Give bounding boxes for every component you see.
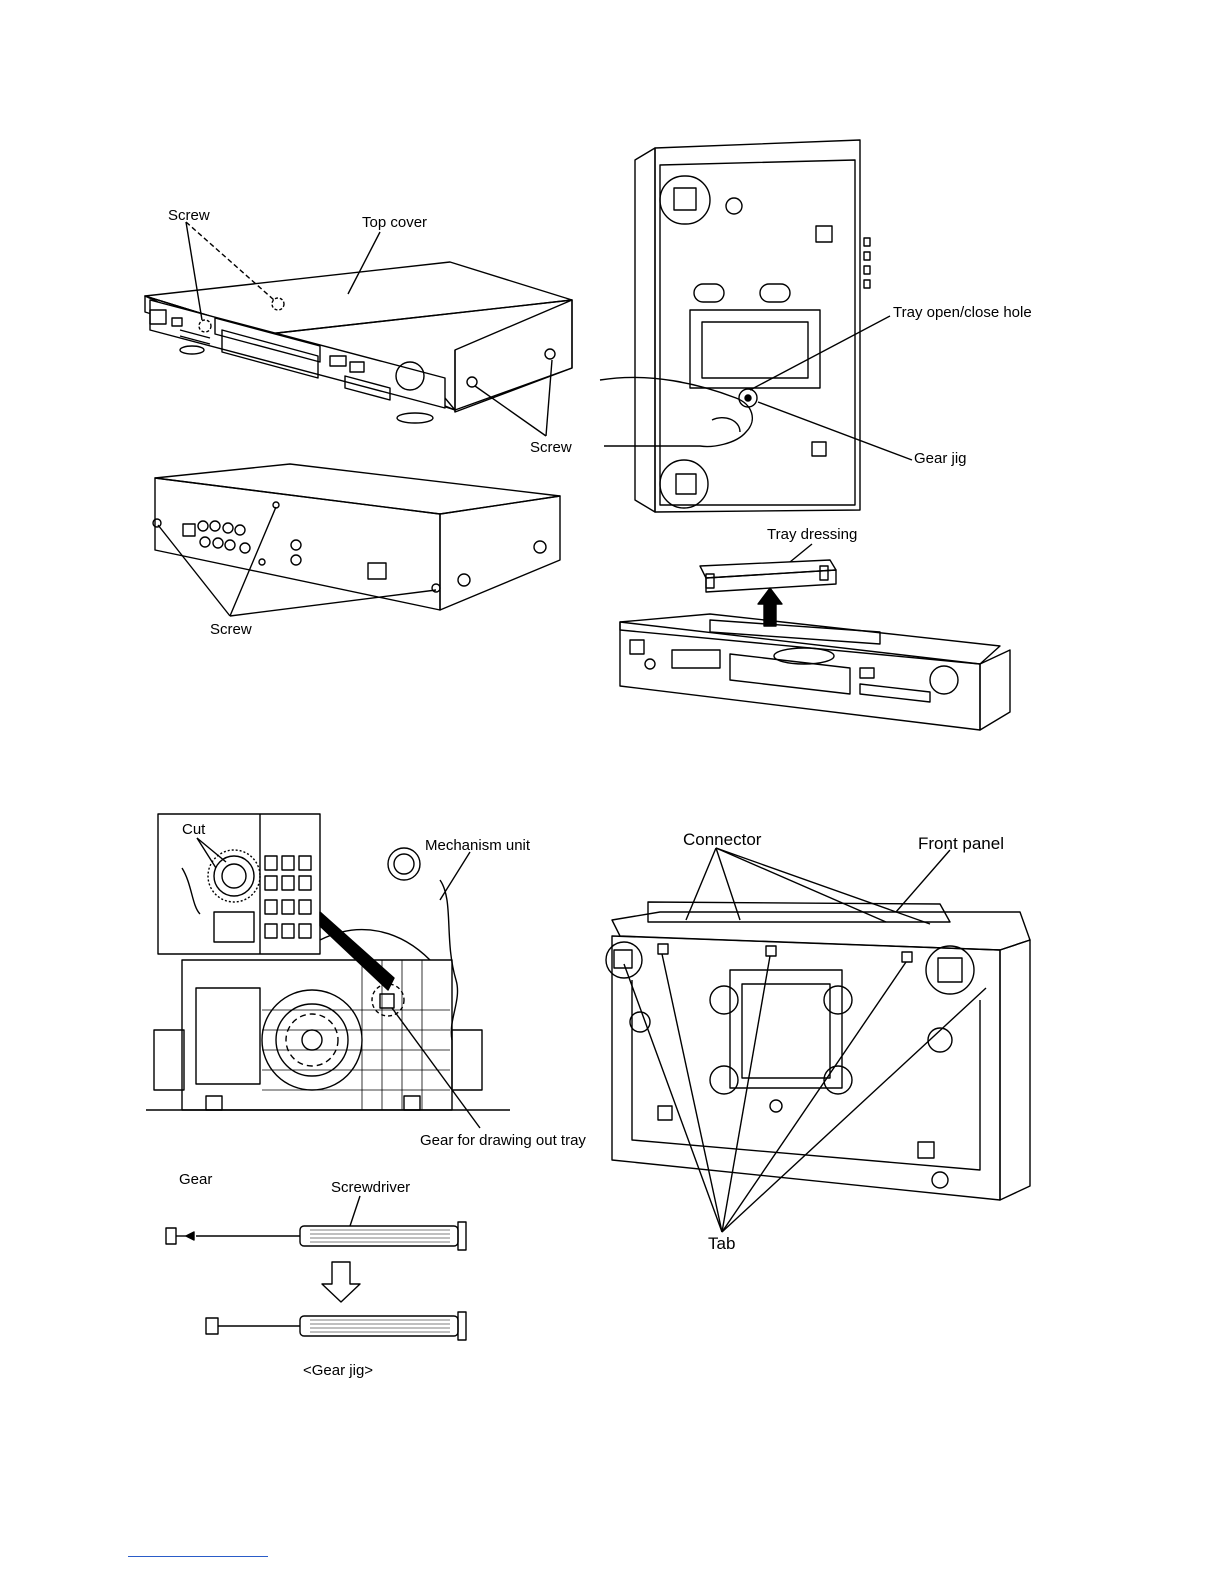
footer-rule xyxy=(128,1556,268,1557)
label-screw-rear: Screw xyxy=(210,622,252,637)
unit-front-view xyxy=(145,262,572,423)
label-connector: Connector xyxy=(683,831,761,848)
gear-and-screwdriver xyxy=(166,1222,466,1250)
label-tab: Tab xyxy=(708,1235,735,1252)
unit-bottom-view xyxy=(635,140,870,512)
label-cut: Cut xyxy=(182,822,205,837)
label-gear: Gear xyxy=(179,1172,212,1187)
gear-jig-tool xyxy=(206,1312,466,1340)
label-tray-open-close-hole: Tray open/close hole xyxy=(893,305,1032,320)
label-top-cover: Top cover xyxy=(362,215,427,230)
tray-dressing-part xyxy=(700,560,836,592)
label-gear-for-drawing-out-tray: Gear for drawing out tray xyxy=(420,1133,586,1148)
unit-front-tray-open xyxy=(620,614,1010,730)
label-gear-jig: Gear jig xyxy=(914,451,967,466)
unit-rear-view xyxy=(153,464,560,610)
label-front-panel: Front panel xyxy=(918,835,1004,852)
unit-bottom-front-panel xyxy=(606,902,1030,1200)
label-screw-side: Screw xyxy=(530,440,572,455)
label-screwdriver: Screwdriver xyxy=(331,1180,410,1195)
label-tray-dressing: Tray dressing xyxy=(767,527,857,542)
down-arrow-icon xyxy=(322,1262,360,1302)
label-gear-jig-caption: <Gear jig> xyxy=(303,1363,373,1378)
label-screw-top: Screw xyxy=(168,208,210,223)
label-mechanism-unit: Mechanism unit xyxy=(425,838,530,853)
